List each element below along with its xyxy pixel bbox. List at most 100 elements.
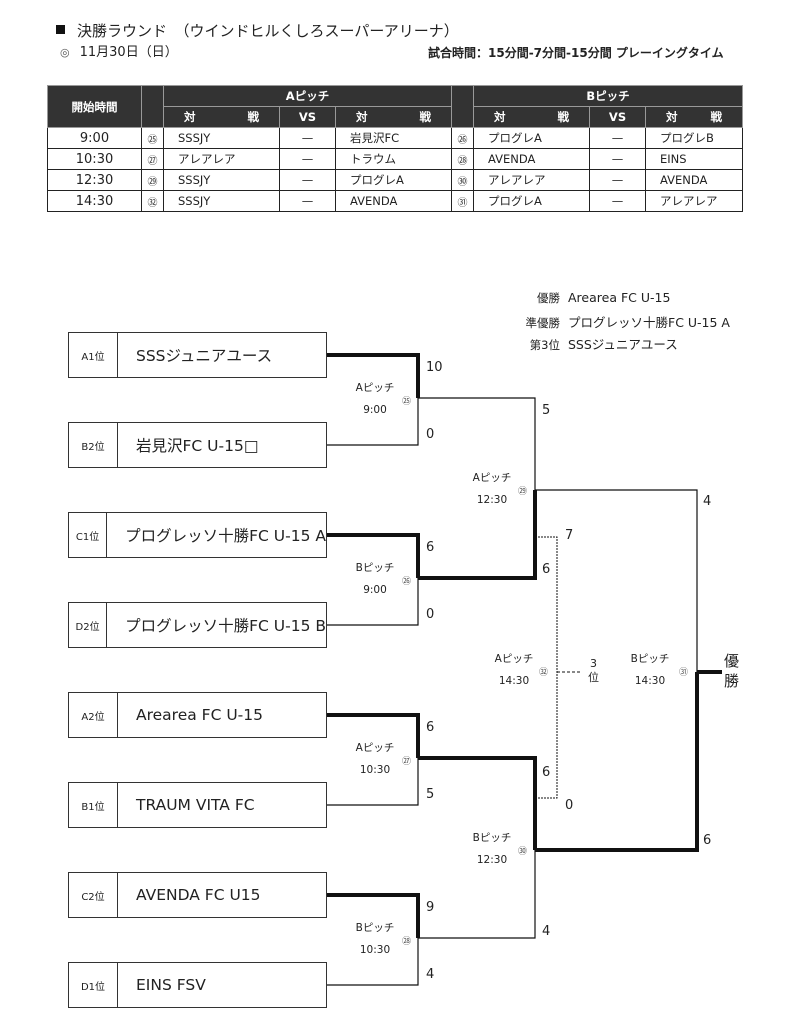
team-seed: A1位: [69, 333, 118, 377]
match-number: ㉚: [518, 847, 528, 857]
score-top: 5: [542, 403, 551, 418]
match-number: ㉕: [402, 397, 412, 407]
match-info: Aピッチ 10:30: [345, 737, 405, 781]
loser-path: [327, 758, 419, 806]
cell-b-away: AVENDA: [645, 169, 744, 191]
header-b-vs: VS: [589, 106, 647, 128]
cell-b-home: AVENDA: [473, 148, 591, 170]
match-time: 9:00: [363, 584, 387, 596]
page-title: 決勝ラウンド （ウインドヒルくしろスーパーアリーナ）: [56, 20, 459, 41]
score-bottom: 0: [565, 798, 574, 813]
loser-path: [535, 489, 698, 672]
team-seed: B1位: [69, 783, 118, 827]
team-seed: D1位: [69, 963, 118, 1007]
winner-path: [327, 893, 420, 938]
winner-path: [327, 533, 420, 578]
score-top: 7: [565, 528, 574, 543]
header-num-a: [141, 85, 164, 128]
match-time-rule: 試合時間：15分間-7分間-15分間 プレーイングタイム: [428, 46, 724, 60]
team-box: B2位岩見沢FC U-15□: [68, 422, 327, 468]
score-bottom: 4: [542, 924, 551, 939]
team-seed: D2位: [69, 603, 108, 647]
match-pitch: Aピッチ: [472, 472, 512, 484]
loser-path: [327, 938, 419, 986]
loser-path: [327, 578, 419, 626]
match-pitch: Bピッチ: [630, 653, 670, 665]
match-number: ㉘: [402, 937, 412, 947]
match-time: 10:30: [359, 764, 391, 776]
header-start-time: 開始時間: [47, 85, 142, 128]
score-bottom: 5: [426, 787, 435, 802]
score-bottom: 6: [542, 562, 551, 577]
third-place-path: [538, 536, 558, 799]
score-top: 4: [703, 494, 712, 509]
cell-b-away: プログレB: [645, 127, 744, 149]
match-pitch: Bピッチ: [472, 832, 512, 844]
header-pitch-b: Bピッチ: [473, 85, 744, 107]
match-info: Bピッチ 12:30: [462, 827, 522, 871]
score-top: 9: [426, 900, 435, 915]
header-b-away: 対戦: [645, 106, 744, 128]
champion-label: 優勝: [724, 652, 740, 690]
team-name: SSSジュニアユース: [136, 347, 273, 365]
date-text: 11月30日（日）: [79, 45, 178, 60]
score-bottom: 0: [426, 607, 435, 622]
loser-path: [327, 398, 419, 446]
match-info: Bピッチ 14:30: [620, 648, 680, 692]
team-name: AVENDA FC U15: [136, 886, 261, 904]
cell-b-away: アレアレア: [645, 190, 744, 212]
double-circle-icon: ◎: [60, 46, 70, 59]
team-seed: C1位: [69, 513, 108, 557]
result-line: 第3位 SSSジュニアユース: [520, 334, 678, 353]
result-rank: 第3位: [529, 338, 560, 352]
match-time: 10:30: [359, 944, 391, 956]
team-name: プログレッソ十勝FC U-15 A: [125, 527, 326, 545]
match-info: Aピッチ 12:30: [462, 467, 522, 511]
team-name: 岩見沢FC U-15□: [136, 437, 259, 455]
title-text: 決勝ラウンド （ウインドヒルくしろスーパーアリーナ）: [77, 22, 459, 40]
result-rank: 優勝: [537, 291, 560, 305]
loser-path: [418, 397, 536, 490]
cell-a-away: AVENDA: [334, 190, 453, 212]
match-number: ㉗: [402, 757, 412, 767]
cell-a-vs: —: [279, 190, 336, 212]
team-box: A1位 SSSジュニアユース: [68, 332, 327, 378]
match-pitch: Aピッチ: [355, 382, 395, 394]
score-bottom: 0: [426, 427, 435, 442]
match-pitch: Bピッチ: [355, 562, 395, 574]
match-time: 14:30: [498, 675, 530, 687]
match-time: 12:30: [476, 854, 508, 866]
match-pitch: Aピッチ: [494, 653, 534, 665]
match-time: 14:30: [634, 675, 666, 687]
result-line: 準優勝プログレッソ十勝FC U-15 A: [520, 312, 730, 331]
winner-path: [327, 713, 420, 758]
cell-a-home: SSSJY: [163, 127, 280, 149]
header-a-away: 対戦: [334, 106, 453, 128]
team-seed: B2位: [69, 423, 118, 467]
winner-path: [418, 756, 537, 850]
team-box: D1位 EINS FSV: [68, 962, 327, 1008]
team-name: Arearea FC U-15: [136, 706, 263, 724]
match-time: 12:30: [476, 494, 508, 506]
winner-path: [327, 353, 420, 398]
match-number: ㉜: [539, 668, 549, 678]
event-date: ◎ 11月30日（日）: [60, 41, 178, 60]
match-pitch: Aピッチ: [355, 742, 395, 754]
team-name: EINS FSV: [136, 976, 206, 994]
loser-path: [418, 850, 536, 939]
score-bottom: 4: [426, 967, 435, 982]
result-team: SSSジュニアユース: [568, 337, 678, 352]
score-top: 6: [426, 720, 435, 735]
cell-time: 14:30: [47, 190, 142, 212]
cell-a-home: アレアレア: [163, 148, 280, 170]
